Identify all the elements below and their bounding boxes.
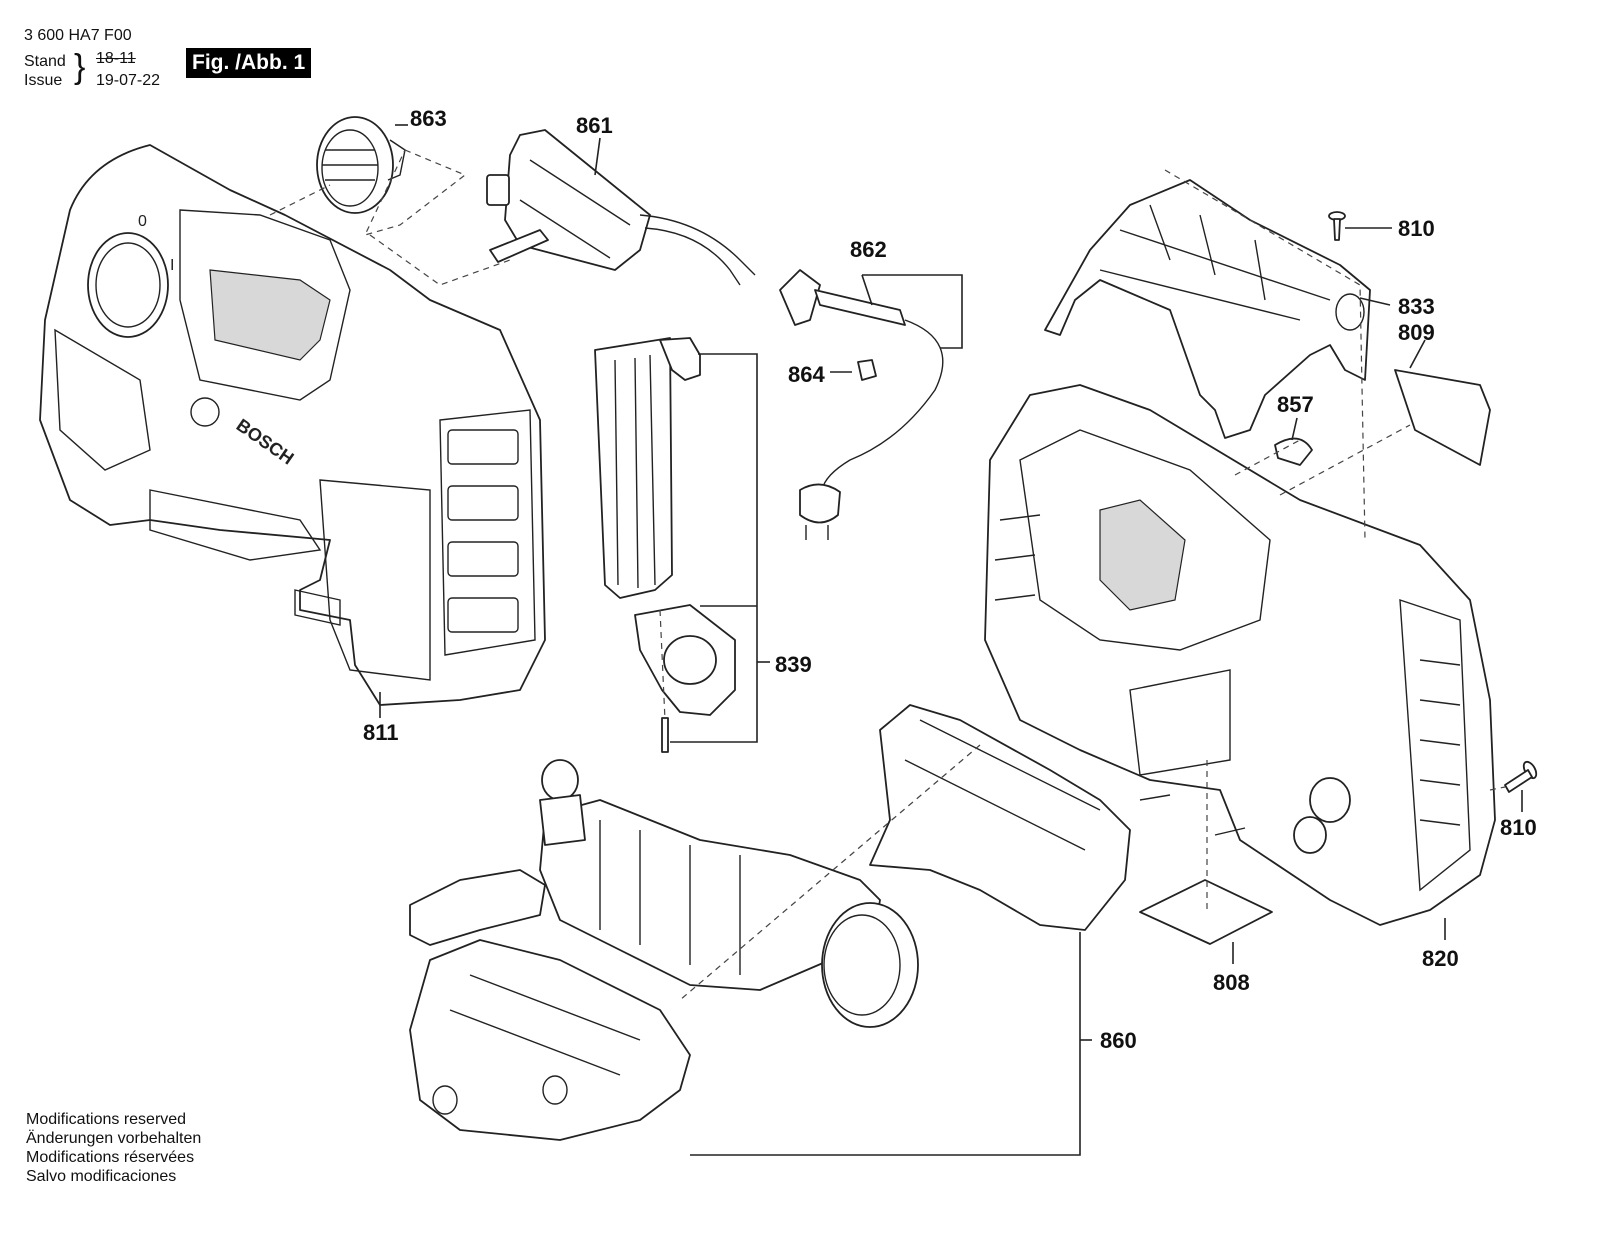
part-833-top-cover	[1044, 179, 1371, 439]
document-number: 3 600 HA7 F00	[24, 27, 132, 44]
part-862-power-cord	[779, 269, 944, 540]
label-839: 839	[775, 652, 812, 677]
part-808-label-sheet	[1139, 879, 1273, 945]
part-809-label-plate	[1394, 369, 1491, 466]
assembly-dashed-lines	[269, 149, 1506, 1001]
part-864-clip	[857, 359, 877, 381]
leader-lines	[379, 124, 1523, 1156]
label-862: 862	[850, 237, 887, 262]
stand-date-struck: 18-11	[96, 50, 136, 67]
label-809: 809	[1398, 320, 1435, 345]
notice-english: Modifications reserved	[26, 1111, 187, 1128]
part-863-switch-knob	[316, 116, 406, 214]
stand-label: Stand	[24, 53, 66, 70]
label-811: 811	[363, 720, 399, 745]
label-820: 820	[1422, 946, 1459, 971]
part-861-switch-cable	[486, 129, 756, 286]
label-861: 861	[576, 113, 613, 138]
part-857-cap	[1274, 437, 1313, 466]
label-808: 808	[1213, 970, 1250, 995]
part-811-front-housing: BOSCH 0 I	[39, 144, 546, 706]
label-863: 863	[410, 106, 447, 131]
notice-german: Änderungen vorbehalten	[26, 1130, 202, 1147]
part-860-motor-pump-unit	[409, 704, 1131, 1141]
notice-french: Modifications réservées	[26, 1149, 195, 1166]
svg-text:0: 0	[138, 213, 147, 230]
label-860: 860	[1100, 1028, 1137, 1053]
svg-text:I: I	[170, 257, 174, 274]
notice-spanish: Salvo modificaciones	[26, 1168, 177, 1185]
issue-date: 19-07-22	[96, 72, 161, 89]
part-820-rear-housing	[984, 384, 1496, 926]
part-number-labels: 863 861 862 864 811 839 810 833 809 857 …	[363, 106, 1537, 1053]
issue-label: Issue	[24, 72, 63, 89]
modifications-notice: Modifications reserved Änderungen vorbeh…	[26, 1110, 201, 1186]
part-839-holder	[594, 337, 736, 753]
label-810-right: 810	[1500, 815, 1537, 840]
label-810-top: 810	[1398, 216, 1435, 241]
label-864: 864	[788, 362, 825, 387]
date-brace: }	[74, 48, 86, 86]
label-833: 833	[1398, 294, 1435, 319]
part-810-screw-right	[1504, 760, 1538, 793]
figure-label: Fig. /Abb. 1	[186, 48, 312, 78]
part-810-screw-top	[1328, 211, 1346, 241]
label-857: 857	[1277, 392, 1314, 417]
